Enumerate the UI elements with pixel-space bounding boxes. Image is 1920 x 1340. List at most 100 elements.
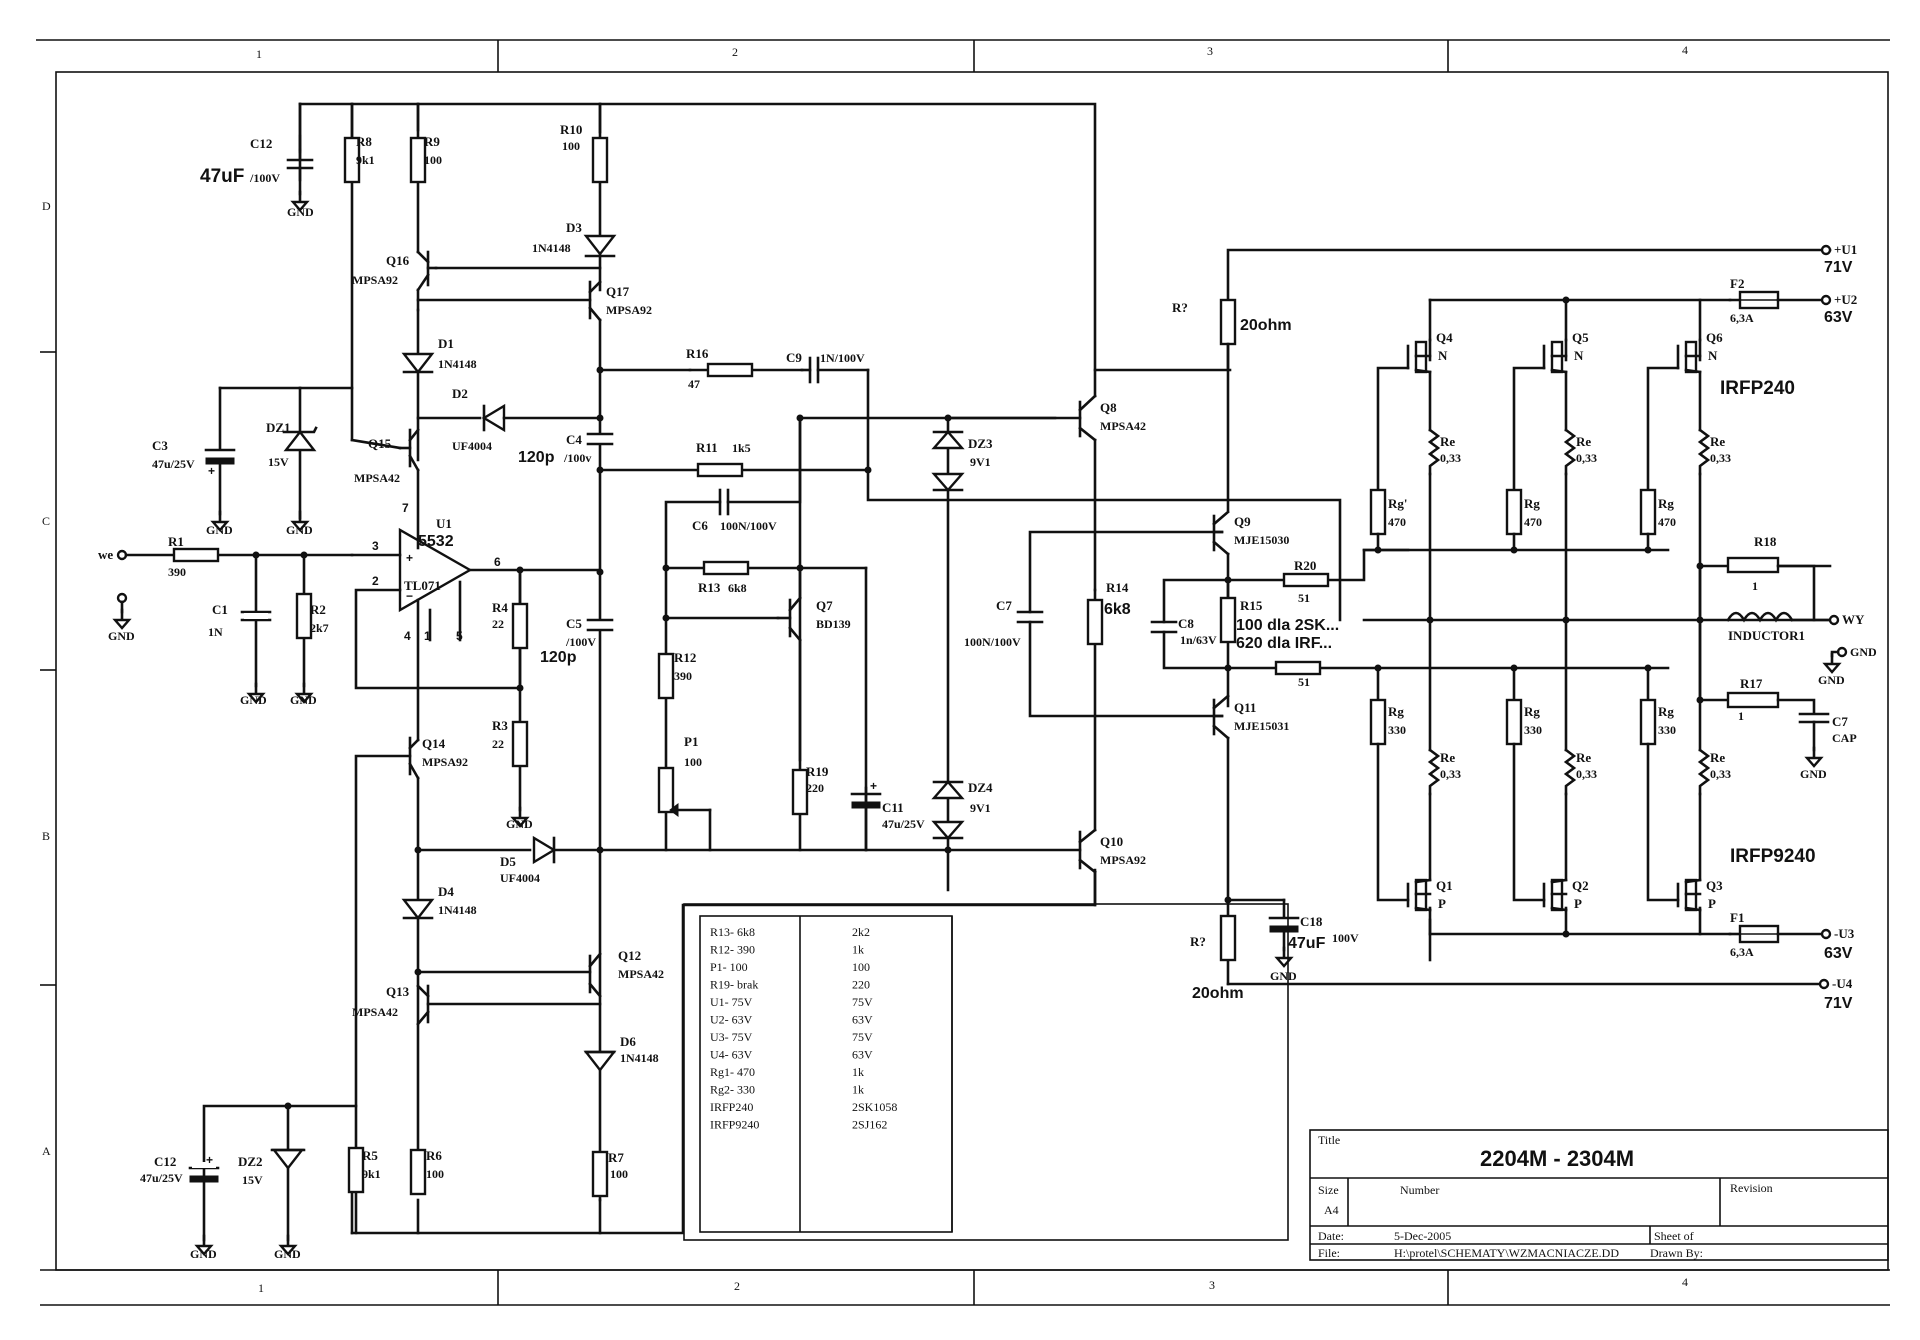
r11-value: 1k5 <box>732 441 751 455</box>
mosfet-q5-type: N <box>1574 348 1584 363</box>
dz4-value: 9V1 <box>970 801 991 815</box>
sheet-label: Sheet of <box>1654 1229 1694 1243</box>
r20-value: 51 <box>1298 591 1310 605</box>
terminal-u2[interactable] <box>1820 294 1832 306</box>
c11-plus: + <box>870 779 877 793</box>
r18-value: 1 <box>1752 579 1758 593</box>
output-terminal[interactable] <box>1828 614 1840 626</box>
bom-part-11: IRFP9240 <box>710 1118 759 1132</box>
rail-u3-voltage: 63V <box>1824 945 1853 962</box>
mosfet-q3-type: P <box>1708 896 1716 911</box>
r19-value: 220 <box>806 781 824 795</box>
r10-ref: R10 <box>560 122 582 137</box>
rail-u2-label: +U2 <box>1834 292 1857 307</box>
supply-terminals: +U1 71V +U2 63V -U3 63V -U4 71V <box>1818 242 1857 1012</box>
rail-u4-voltage: 71V <box>1824 995 1853 1012</box>
r10-value: 100 <box>562 139 580 153</box>
d4-ref: D4 <box>438 884 454 899</box>
resistor-r15: R15 100 dla 2SK... 620 dla IRF... <box>1219 576 1339 708</box>
gnd-label-c3: GND <box>206 523 233 537</box>
transistor-q9: Q9 MJE15030 <box>1212 510 1289 602</box>
d6-ref: D6 <box>620 1034 636 1049</box>
c7-driver-value: 100N/100V <box>964 635 1021 649</box>
c11-ref: C11 <box>882 800 904 815</box>
c18-ref: C18 <box>1300 914 1323 929</box>
c12-bottom-plus: + <box>206 1153 213 1167</box>
terminal-u3[interactable] <box>1820 928 1832 940</box>
bom-alt-10: 2SK1058 <box>852 1100 897 1114</box>
rail-u1-voltage: 71V <box>1824 259 1853 276</box>
output-network: R18 1 INDUCTOR1 WY GND GND R17 1 C7 CAP … <box>1696 534 1877 781</box>
r9-ref: R9 <box>424 134 440 149</box>
c9-value: 1N/100V <box>820 351 865 365</box>
bom-alt-2: 100 <box>852 960 870 974</box>
transistor-q7: Q7 BD139 <box>776 566 851 762</box>
zone-bottom-2: 2 <box>734 1279 740 1293</box>
c18-value: 47uF <box>1288 935 1326 952</box>
zener-dz2: DZ2 15V GND <box>238 1102 306 1261</box>
mosfet-q4-ref: Q4 <box>1436 330 1453 345</box>
diode-d3: D3 1N4148 <box>532 220 617 258</box>
re-bottom-3-value: 0,33 <box>1710 767 1731 781</box>
diode-d4: D4 1N4148 <box>401 884 477 920</box>
mosfet-q2-ref: Q2 <box>1572 878 1589 893</box>
zone-bottom-3: 3 <box>1209 1278 1215 1292</box>
title-block: Title 2204M - 2304M Size A4 Number Revis… <box>1309 1129 1889 1261</box>
input-label[interactable]: we <box>98 547 113 562</box>
resistor-rq-bottom: R? 20ohm <box>1190 896 1822 1002</box>
row-a: A <box>42 1144 51 1158</box>
rg-bottom-1-value: 330 <box>1388 723 1406 737</box>
resistor-rq-top: R? 20ohm <box>1172 248 1832 512</box>
bom-part-3: R19- brak <box>710 978 758 992</box>
resistor-r6: R6 100 <box>409 1148 444 1196</box>
q13-ref: Q13 <box>386 984 410 999</box>
c1-value: 1N <box>208 625 223 639</box>
resistor-r14: R14 6k8 <box>1086 580 1131 832</box>
pin-1: 1 <box>424 629 431 643</box>
gnd-label-c12: GND <box>287 205 314 219</box>
bom-alt-8: 1k <box>852 1065 864 1079</box>
output-label: WY <box>1842 612 1865 627</box>
r5-value: 9k1 <box>362 1167 381 1181</box>
rg-top-2-ref: Rg <box>1524 496 1540 511</box>
c3-ref: C3 <box>152 438 168 453</box>
dz3-value: 9V1 <box>970 455 991 469</box>
transistor-q11: Q11 MJE15031 <box>1212 694 1289 902</box>
q8-value: MPSA42 <box>1100 419 1146 433</box>
q16-value: MPSA92 <box>352 273 398 287</box>
r15-note-2: 620 dla IRF... <box>1236 635 1332 652</box>
mosfet-q1-type: P <box>1438 896 1446 911</box>
pin-6: 6 <box>494 555 501 569</box>
capacitor-c12-bottom: + C12 47u/25V GND <box>140 1104 358 1261</box>
terminal-u1[interactable] <box>1820 244 1832 256</box>
r4-ref: R4 <box>492 600 508 615</box>
diode-d1: D1 1N4148 <box>401 308 477 462</box>
gnd-label-c7-output: GND <box>1800 767 1827 781</box>
rg-bottom-2-value: 330 <box>1524 723 1542 737</box>
r-bottom-value: 20ohm <box>1192 985 1244 1002</box>
zone-top-3: 3 <box>1207 44 1213 58</box>
bom-part-10: IRFP240 <box>710 1100 753 1114</box>
re-top-2-ref: Re <box>1576 434 1591 449</box>
c6-ref: C6 <box>692 518 708 533</box>
capacitor-c7-driver: C7 100N/100V <box>964 530 1224 718</box>
dz2-ref: DZ2 <box>238 1154 263 1169</box>
c8-value: 1n/63V <box>1180 633 1217 647</box>
fuse-f1: F1 6,3A <box>1728 910 1824 959</box>
d4-value: 1N4148 <box>438 903 477 917</box>
pin-2: 2 <box>372 574 379 588</box>
c5-ref: C5 <box>566 616 582 631</box>
c12-top-ref: C12 <box>250 136 272 151</box>
re-bottom-3-ref: Re <box>1710 750 1725 765</box>
r-top-ref: R? <box>1172 300 1188 315</box>
r15-ref: R15 <box>1240 598 1263 613</box>
transistor-q13: Q13 MPSA42 <box>352 984 602 1026</box>
r6-value: 100 <box>426 1167 444 1181</box>
resistor-r5: R5 9k1 <box>347 1146 381 1194</box>
resistor-r4: R4 22 <box>492 568 529 812</box>
bom-alt-5: 63V <box>852 1013 873 1027</box>
c3-value: 47u/25V <box>152 457 195 471</box>
terminal-u4[interactable] <box>1818 978 1830 990</box>
